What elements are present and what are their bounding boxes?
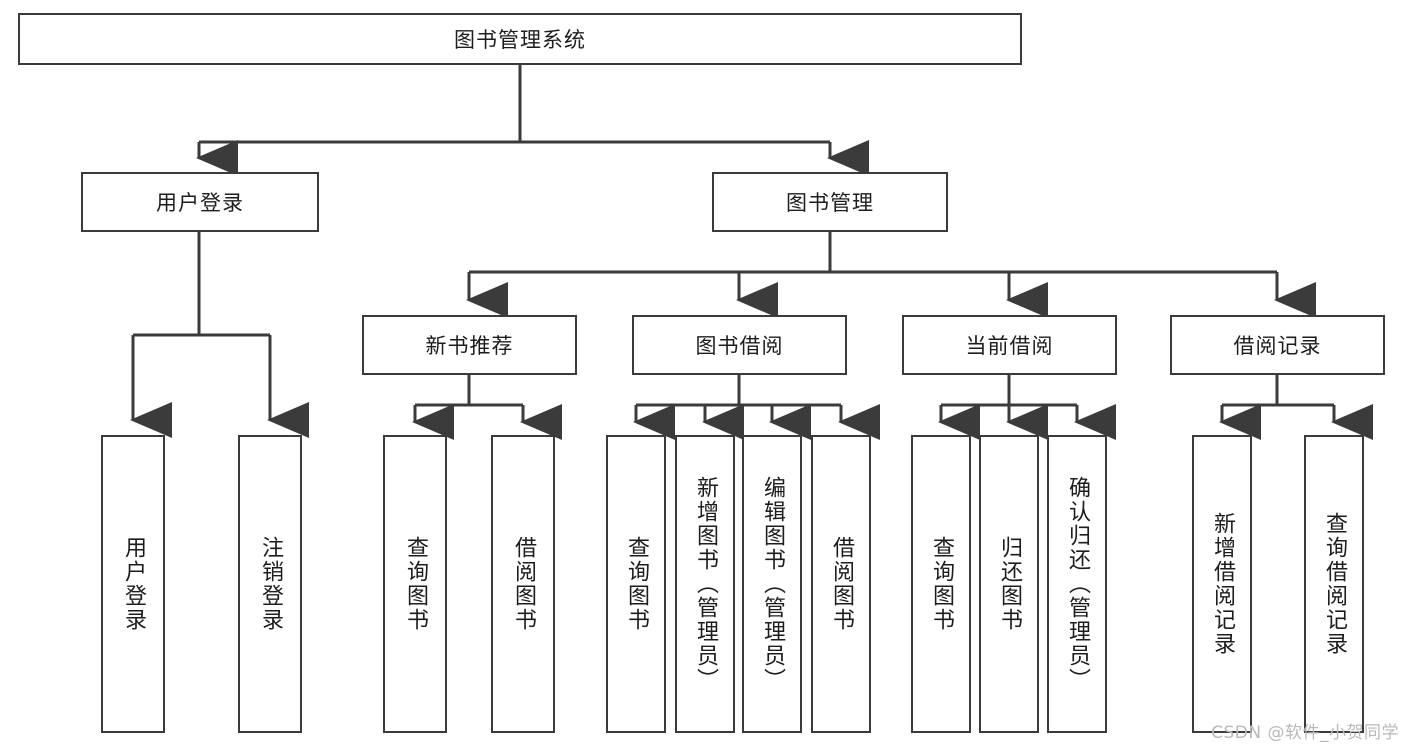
leaf-current-query-book-label: 查询图书 xyxy=(929,536,954,632)
leaf-record-add[interactable]: 新增借阅记录 xyxy=(1192,435,1252,733)
leaf-record-query[interactable]: 查询借阅记录 xyxy=(1304,435,1364,733)
leaf-current-return-book[interactable]: 归还图书 xyxy=(979,435,1039,733)
node-book-borrow[interactable]: 图书借阅 xyxy=(632,315,847,375)
node-book-management[interactable]: 图书管理 xyxy=(712,172,948,232)
leaf-borrow-borrow-book-label: 借阅图书 xyxy=(829,536,854,632)
leaf-record-add-label: 新增借阅记录 xyxy=(1210,512,1235,656)
leaf-user-logout-label: 注销登录 xyxy=(258,536,283,632)
leaf-current-confirm-return-admin[interactable]: 确认归还（管理员） xyxy=(1047,435,1107,733)
leaf-user-login[interactable]: 用户登录 xyxy=(101,435,165,733)
node-new-book-recommend[interactable]: 新书推荐 xyxy=(362,315,577,375)
leaf-user-logout[interactable]: 注销登录 xyxy=(238,435,302,733)
node-book-management-label: 图书管理 xyxy=(786,191,874,215)
node-borrow-record[interactable]: 借阅记录 xyxy=(1170,315,1385,375)
node-new-book-recommend-label: 新书推荐 xyxy=(425,334,514,358)
leaf-recommend-query-book-label: 查询图书 xyxy=(403,536,428,632)
leaf-borrow-add-book-admin-label: 新增图书（管理员） xyxy=(693,476,718,692)
node-user-login-label: 用户登录 xyxy=(156,191,244,215)
leaf-borrow-query-book[interactable]: 查询图书 xyxy=(606,435,666,733)
watermark: CSDN @软件_小贺同学 xyxy=(1211,723,1399,743)
leaf-recommend-borrow-book[interactable]: 借阅图书 xyxy=(491,435,555,733)
leaf-user-login-label: 用户登录 xyxy=(121,536,146,632)
node-borrow-record-label: 借阅记录 xyxy=(1233,334,1322,358)
node-current-borrow-label: 当前借阅 xyxy=(965,334,1054,358)
leaf-current-confirm-return-admin-label: 确认归还（管理员） xyxy=(1065,476,1090,692)
node-root-label: 图书管理系统 xyxy=(454,28,586,52)
leaf-current-return-book-label: 归还图书 xyxy=(997,536,1022,632)
leaf-borrow-query-book-label: 查询图书 xyxy=(624,536,649,632)
node-current-borrow[interactable]: 当前借阅 xyxy=(902,315,1117,375)
leaf-recommend-query-book[interactable]: 查询图书 xyxy=(383,435,447,733)
leaf-borrow-borrow-book[interactable]: 借阅图书 xyxy=(811,435,871,733)
node-root[interactable]: 图书管理系统 xyxy=(18,13,1022,65)
leaf-borrow-edit-book-admin[interactable]: 编辑图书（管理员） xyxy=(742,435,802,733)
leaf-borrow-edit-book-admin-label: 编辑图书（管理员） xyxy=(760,476,785,692)
leaf-recommend-borrow-book-label: 借阅图书 xyxy=(511,536,536,632)
node-user-login[interactable]: 用户登录 xyxy=(81,172,319,232)
leaf-borrow-add-book-admin[interactable]: 新增图书（管理员） xyxy=(675,435,735,733)
leaf-record-query-label: 查询借阅记录 xyxy=(1322,512,1347,656)
node-book-borrow-label: 图书借阅 xyxy=(695,334,784,358)
leaf-current-query-book[interactable]: 查询图书 xyxy=(911,435,971,733)
